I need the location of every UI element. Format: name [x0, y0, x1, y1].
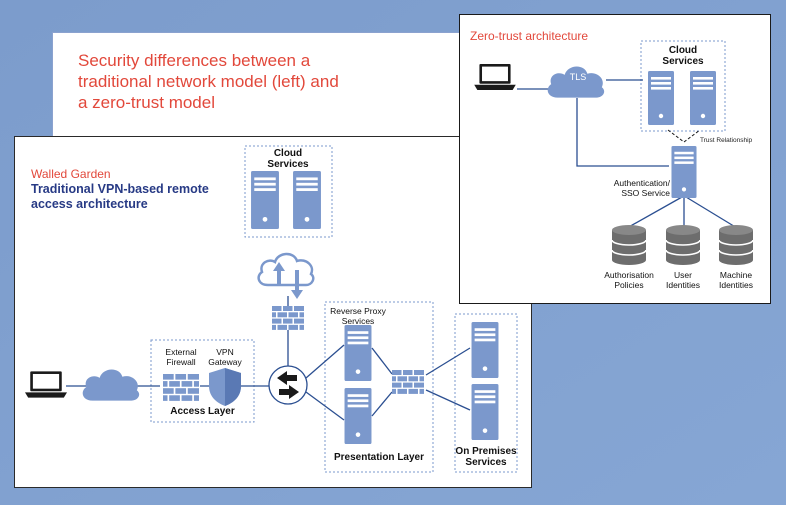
router-icon [268, 365, 308, 405]
db-label-authorisation: Authorisation Policies [604, 270, 654, 290]
vpn-gateway-label: VPN Gateway [208, 347, 242, 367]
auth-sso-label: Authentication/ SSO Service [613, 178, 670, 198]
presentation-layer-box [324, 301, 434, 473]
cloud-upload-icon [257, 252, 315, 299]
trust-relationship-label: Trust Relationship [700, 137, 753, 144]
walled-garden-label: Walled Garden [31, 167, 111, 181]
reverse-proxy-label: Reverse Proxy Services [330, 306, 386, 326]
cloud-services-box [244, 145, 333, 238]
cloud-services-label: Cloud Services [267, 148, 309, 170]
traditional-vpn-subtitle: Traditional VPN-based remote access arch… [31, 182, 209, 211]
page-heading: Security differences between a tradition… [78, 51, 339, 112]
zt-cloud-services-label: Cloud Services [662, 45, 704, 67]
access-layer-label: Access Layer [170, 406, 235, 417]
walled-garden-diagram [25, 145, 518, 473]
access-layer-box [150, 339, 255, 423]
presentation-layer-label: Presentation Layer [333, 452, 425, 463]
tls-label: TLS [569, 72, 587, 82]
on-premises-label: On Premises Services [455, 446, 517, 468]
zero-trust-diagram [474, 40, 753, 265]
external-firewall-label: External Firewall [165, 347, 197, 367]
zt-cloud-services-box [640, 40, 726, 132]
zero-trust-label: Zero-trust architecture [470, 29, 589, 43]
db-label-user-identities: User Identities [665, 270, 701, 290]
on-premises-box [454, 313, 518, 473]
db-label-machine-identities: Machine Identities [718, 270, 754, 290]
vpn-shield-icon [209, 368, 241, 406]
